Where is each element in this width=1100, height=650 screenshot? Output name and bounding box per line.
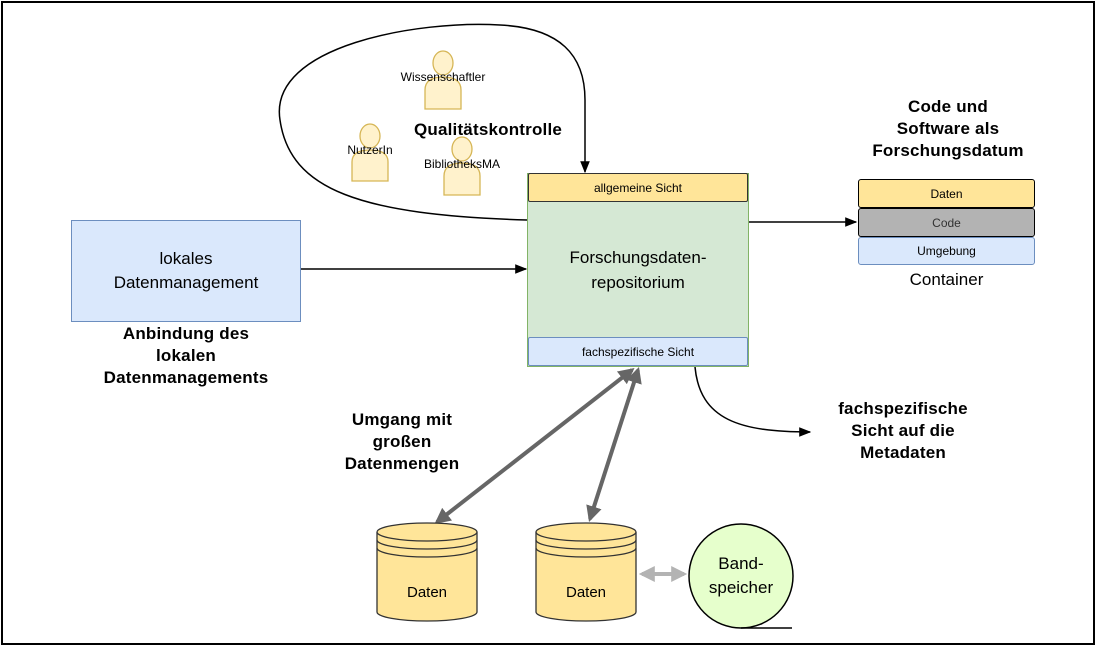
tape-storage-icon (688, 523, 794, 629)
person-bibliotheksma-icon (443, 136, 481, 196)
container-heading: Code und Software als Forschungsdatum (872, 97, 1024, 160)
actor-label-bibliotheksma: BibliotheksMA (423, 157, 501, 171)
actor-label-nutzerin: NutzerIn (347, 143, 393, 157)
local-data-management-box[interactable]: lokales Datenmanagement (71, 220, 301, 322)
tape-storage-label: Band- speicher (708, 554, 774, 597)
storage-cylinder-right (535, 522, 637, 622)
person-wissenschaftler-icon (424, 50, 462, 110)
container-caption: Container (909, 270, 984, 289)
metadata-arrow (694, 366, 812, 437)
storage-right-label: Daten (565, 583, 607, 601)
container-layer-environment[interactable]: Umgebung (858, 237, 1035, 265)
quality-loop-arrow (278, 23, 590, 221)
repository-title: Forschungsdaten- repositorium (569, 248, 707, 292)
storage-right-double-arrow (586, 366, 642, 523)
repository-domain-view[interactable]: fachspezifische Sicht (528, 337, 748, 366)
repository-general-view[interactable]: allgemeine Sicht (528, 173, 748, 202)
container-layer-code[interactable]: Code (858, 208, 1035, 237)
actor-label-wissenschaftler: Wissenschaftler (400, 70, 486, 84)
storage-left-label: Daten (406, 583, 448, 601)
storage-cylinder-left (376, 522, 478, 622)
container-layer-data[interactable]: Daten (858, 179, 1035, 208)
repository-box[interactable] (527, 173, 749, 367)
local-data-management-caption: Anbindung des lokalen Datenmanagements (103, 324, 269, 387)
person-nutzerin-icon (351, 123, 389, 182)
quality-control-label: Qualitätskontrolle (413, 120, 563, 139)
metadata-caption: fachspezifische Sicht auf die Metadaten (838, 399, 968, 462)
big-data-caption: Umgang mit großen Datenmengen (344, 410, 460, 473)
